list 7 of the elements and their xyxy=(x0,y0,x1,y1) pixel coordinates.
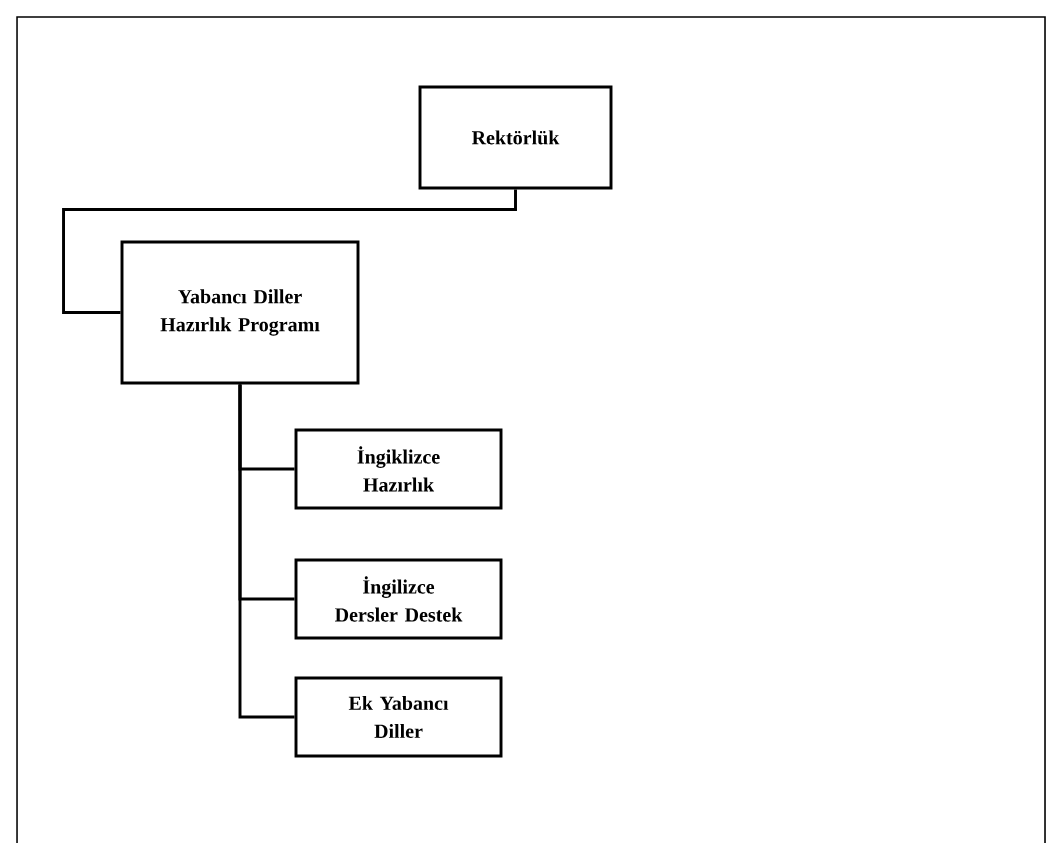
connector-line xyxy=(62,189,517,314)
org-box: Ek Yabancı Diller xyxy=(294,676,503,758)
org-box: İngilizce Dersler Destek xyxy=(294,558,503,640)
org-box: İngiklizce Hazırlık xyxy=(294,428,503,510)
org-box: Rektörlük xyxy=(418,85,613,190)
org-box: Yabancı Diller Hazırlık Programı xyxy=(120,240,360,385)
connector-line xyxy=(238,384,295,719)
